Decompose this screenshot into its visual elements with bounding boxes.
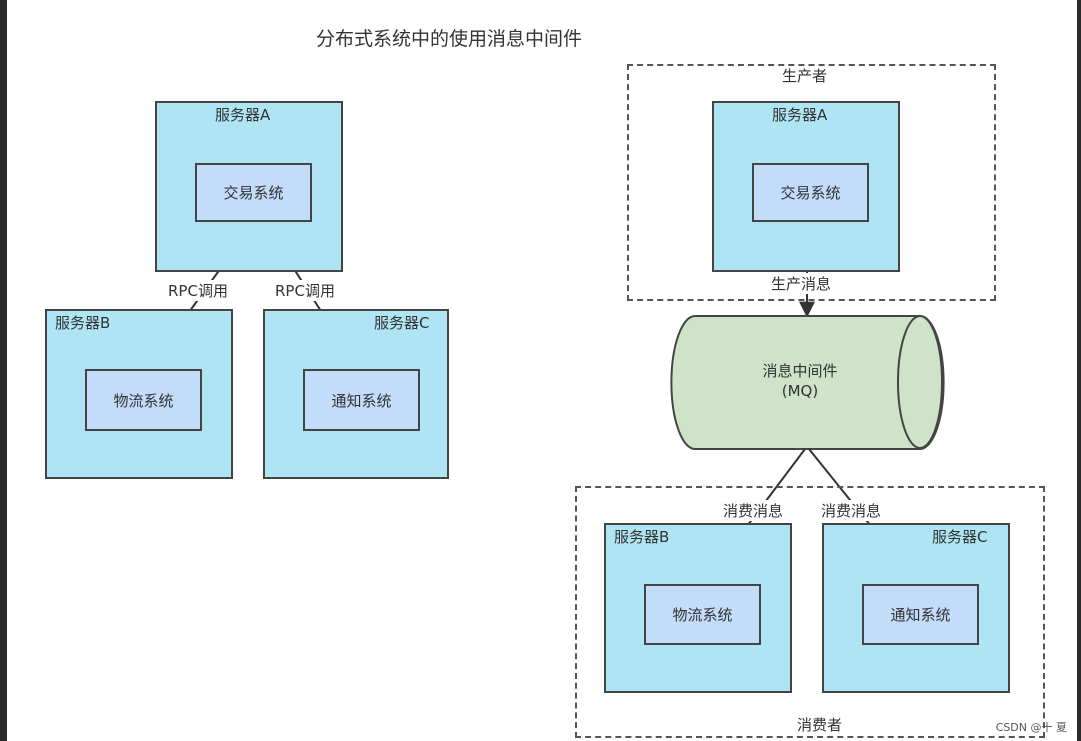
right-server-c-label: 服务器C [932, 528, 988, 546]
rpc-label-left: RPC调用 [166, 280, 230, 301]
mq-label: 消息中间件 (MQ) [700, 361, 900, 401]
consume-label-left: 消费消息 [721, 500, 786, 521]
producer-group [627, 64, 996, 301]
left-server-a-label: 服务器A [215, 106, 271, 124]
window-frame-left [0, 0, 7, 741]
produce-label: 生产消息 [769, 273, 834, 294]
watermark: CSDN @十 夏 [995, 721, 1067, 734]
left-trade-system: 交易系统 [195, 163, 312, 222]
right-server-a-label: 服务器A [772, 106, 828, 124]
left-notify-system: 通知系统 [303, 369, 420, 431]
left-server-c-label: 服务器C [374, 314, 430, 332]
right-server-b-label: 服务器B [614, 528, 670, 546]
producer-group-label: 生产者 [782, 67, 828, 85]
mq-cylinder [670, 315, 945, 450]
consumer-group-label: 消费者 [797, 716, 843, 734]
diagram-title: 分布式系统中的使用消息中间件 [316, 28, 583, 50]
left-logistics-system: 物流系统 [85, 369, 202, 431]
rpc-label-right: RPC调用 [273, 280, 337, 301]
window-frame-right [1077, 0, 1081, 741]
mq-label-line1: 消息中间件 [762, 362, 838, 380]
mq-label-line2: (MQ) [781, 382, 819, 400]
consume-label-right: 消费消息 [819, 500, 884, 521]
right-trade-system: 交易系统 [752, 163, 869, 222]
left-server-b-label: 服务器B [55, 314, 111, 332]
consumer-group [575, 486, 1045, 738]
right-notify-system: 通知系统 [862, 584, 979, 645]
right-logistics-system: 物流系统 [644, 584, 761, 645]
